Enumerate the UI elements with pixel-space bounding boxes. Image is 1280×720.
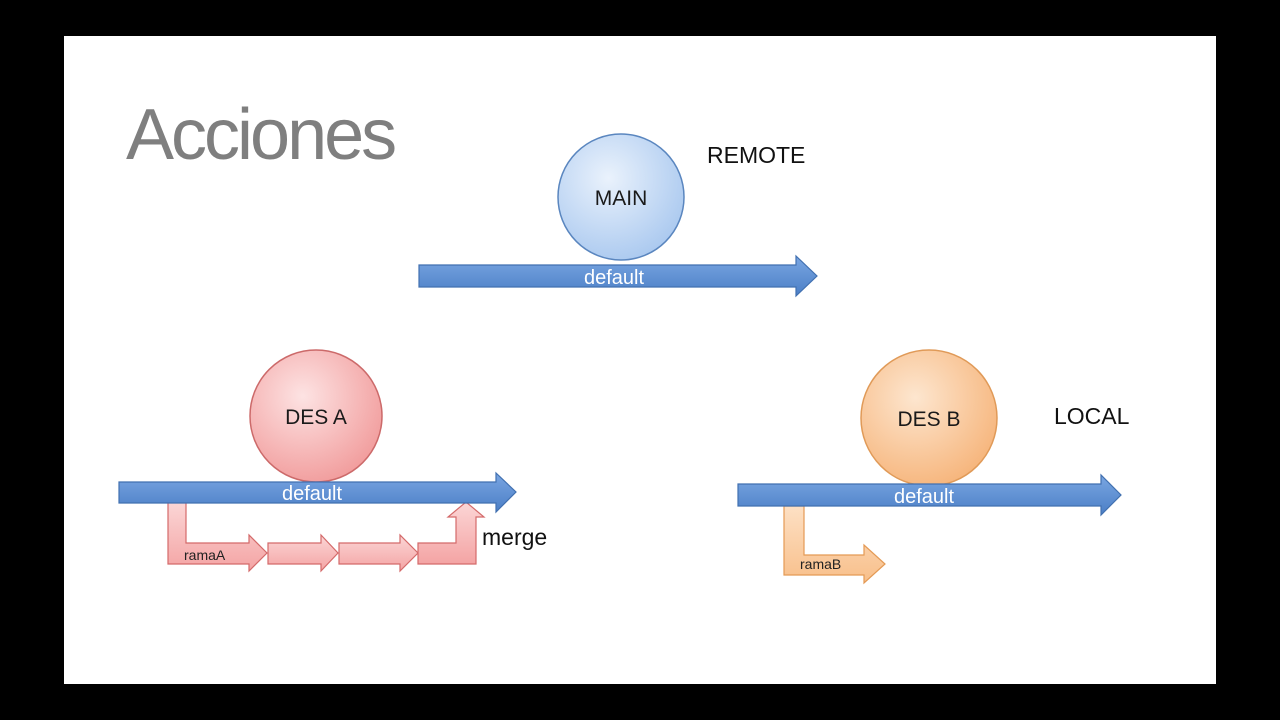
rama-a-commit-3 bbox=[338, 533, 419, 573]
rama-a-merge-arrow bbox=[417, 501, 486, 565]
git-diagram: Acciones REMOTE MAIN default ramaA merge… bbox=[118, 95, 1130, 585]
rama-a-commit-2 bbox=[267, 533, 339, 573]
des-a-node-label: DES A bbox=[285, 406, 347, 429]
des-a-default-label: default bbox=[282, 483, 342, 505]
des-b-node-label: DES B bbox=[897, 408, 960, 431]
main-node-label: MAIN bbox=[595, 187, 648, 210]
remote-label: REMOTE bbox=[707, 142, 805, 168]
remote-group: REMOTE MAIN default bbox=[418, 133, 818, 298]
rama-b-branch-arrow bbox=[783, 505, 886, 585]
dev-a-group: ramaA merge DES A default bbox=[118, 349, 547, 573]
des-b-default-label: default bbox=[894, 486, 954, 508]
des-a-default-arrow bbox=[118, 471, 517, 514]
remote-default-label: default bbox=[584, 267, 644, 289]
dev-b-group: ramaB DES B LOCAL default bbox=[737, 349, 1130, 585]
page-title: Acciones bbox=[126, 95, 395, 175]
remote-default-arrow bbox=[418, 254, 818, 298]
rama-a-label: ramaA bbox=[184, 547, 226, 563]
rama-b-label: ramaB bbox=[800, 556, 841, 572]
local-label: LOCAL bbox=[1054, 403, 1130, 429]
main-node bbox=[557, 133, 685, 261]
des-b-default-arrow bbox=[737, 473, 1122, 517]
merge-label: merge bbox=[482, 524, 547, 550]
rama-a-first-segment bbox=[167, 501, 268, 573]
slide: Acciones REMOTE MAIN default ramaA merge… bbox=[64, 36, 1216, 684]
